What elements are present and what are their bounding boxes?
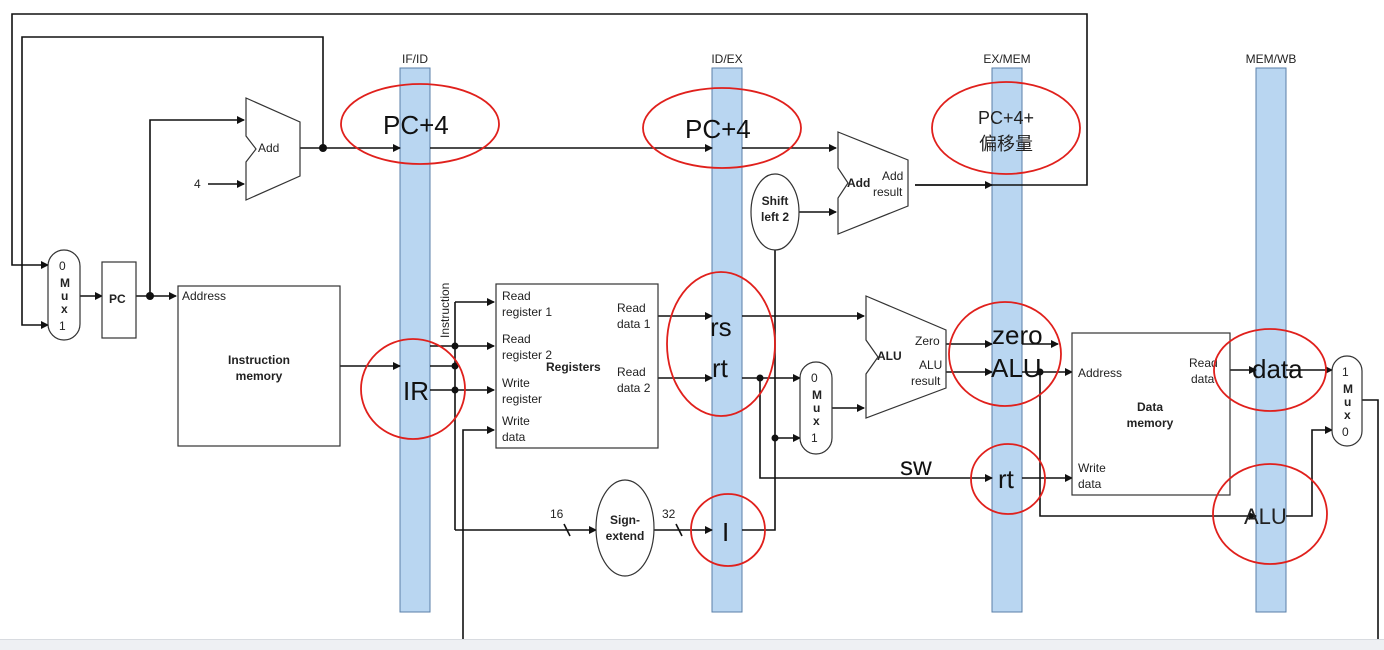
const-four: 4 <box>194 177 201 191</box>
bottom-edge-strip <box>0 639 1384 650</box>
im-label-1: Instruction <box>228 353 290 367</box>
bus-width-16: 16 <box>550 507 564 521</box>
pc-mux-x: x <box>61 302 68 316</box>
rf-read-data2-b: data 2 <box>617 381 651 395</box>
wb-mux-0: 0 <box>1342 425 1349 439</box>
alu-mux-1: 1 <box>811 431 818 445</box>
annotation-alu-exmem: ALU <box>991 353 1042 383</box>
branch-adder <box>837 131 909 235</box>
shift-left-2-2: left 2 <box>761 210 789 224</box>
pc-register <box>101 261 137 339</box>
wb-mux-x: x <box>1344 408 1351 422</box>
mem-wb-register <box>1255 67 1287 613</box>
alu-zero: Zero <box>915 334 940 348</box>
data-memory <box>1071 332 1231 496</box>
alu <box>865 295 947 419</box>
alu-result-2: result <box>911 374 941 388</box>
alu-label: ALU <box>877 349 902 363</box>
dm-write-data-2: data <box>1078 477 1102 491</box>
annotation-sw: sw <box>900 451 932 481</box>
wb-mux-1: 1 <box>1342 365 1349 379</box>
rf-write-data-a: Write <box>502 414 530 428</box>
rf-write-reg-b: register <box>502 392 542 406</box>
dm-label-2: memory <box>1127 416 1174 430</box>
rf-read-reg2-b: register 2 <box>502 348 552 362</box>
wb-mux-u: u <box>1344 395 1351 409</box>
pc-mux-u: u <box>61 289 68 303</box>
sign-extend-2: extend <box>606 529 645 543</box>
annotation-pc4-idex: PC+4 <box>685 114 751 144</box>
instruction-vertical-label: Instruction <box>438 283 452 338</box>
annotation-rt-exmem: rt <box>998 464 1015 494</box>
dm-read-data-1: Read <box>1189 356 1218 370</box>
bus-width-32: 32 <box>662 507 676 521</box>
rf-read-reg1-a: Read <box>502 289 531 303</box>
pc-adder <box>245 97 301 201</box>
register-file <box>495 283 659 449</box>
annotation-pc4-offset-2: 偏移量 <box>979 134 1033 154</box>
rf-write-reg-a: Write <box>502 376 530 390</box>
id-ex-label: ID/EX <box>711 52 742 66</box>
rf-read-data1-b: data 1 <box>617 317 651 331</box>
pc-adder-label: Add <box>258 141 279 155</box>
rf-write-data-b: data <box>502 430 526 444</box>
im-label-2: memory <box>236 369 283 383</box>
annotation-ir: IR <box>403 376 429 406</box>
pc-label: PC <box>109 292 126 306</box>
wb-mux-m: M <box>1343 382 1353 396</box>
ex-mem-label: EX/MEM <box>983 52 1030 66</box>
pc-mux-m: M <box>60 276 70 290</box>
dm-address: Address <box>1078 366 1122 380</box>
annotation-rt-idex: rt <box>712 353 729 383</box>
junctions <box>146 144 1044 442</box>
alu-result-1: ALU <box>919 358 942 372</box>
pc-mux <box>47 249 81 341</box>
annotation-circles <box>340 81 1328 567</box>
alu-mux-m: M <box>812 388 822 402</box>
alu-mux-0: 0 <box>811 371 818 385</box>
alu-mux-x: x <box>813 414 820 428</box>
annotation-pc4-offset-1: PC+4+ <box>978 108 1034 128</box>
pc-mux-1: 1 <box>59 319 66 333</box>
shift-left-2 <box>750 173 800 251</box>
shift-left-2-1: Shift <box>762 194 789 208</box>
dm-read-data-2: data <box>1191 372 1215 386</box>
annotation-alu-memwb: ALU <box>1244 504 1287 529</box>
rf-read-data1-a: Read <box>617 301 646 315</box>
if-id-label: IF/ID <box>402 52 428 66</box>
rf-read-reg1-b: register 1 <box>502 305 552 319</box>
branch-adder-result-2: result <box>873 185 903 199</box>
mem-wb-label: MEM/WB <box>1246 52 1297 66</box>
rf-read-data2-a: Read <box>617 365 646 379</box>
im-address: Address <box>182 289 226 303</box>
annotation-rs: rs <box>710 312 732 342</box>
annotation-zero: zero <box>992 320 1043 350</box>
annotation-pc4-ifid: PC+4 <box>383 110 449 140</box>
branch-adder-result-1: Add <box>882 169 903 183</box>
alu-mux <box>799 361 833 455</box>
sign-extend <box>595 479 655 577</box>
annotation-imm: I <box>722 517 729 547</box>
branch-adder-label: Add <box>847 176 870 190</box>
pc-mux-0: 0 <box>59 259 66 273</box>
wb-mux <box>1331 355 1363 447</box>
ex-mem-register <box>991 67 1023 613</box>
rf-read-reg2-a: Read <box>502 332 531 346</box>
annotation-data: data <box>1252 354 1303 384</box>
alu-mux-u: u <box>813 401 820 415</box>
instruction-memory <box>177 285 341 447</box>
dm-write-data-1: Write <box>1078 461 1106 475</box>
rf-title: Registers <box>546 360 601 374</box>
dm-label-1: Data <box>1137 400 1163 414</box>
id-ex-register <box>711 67 743 613</box>
sign-extend-1: Sign- <box>610 513 640 527</box>
